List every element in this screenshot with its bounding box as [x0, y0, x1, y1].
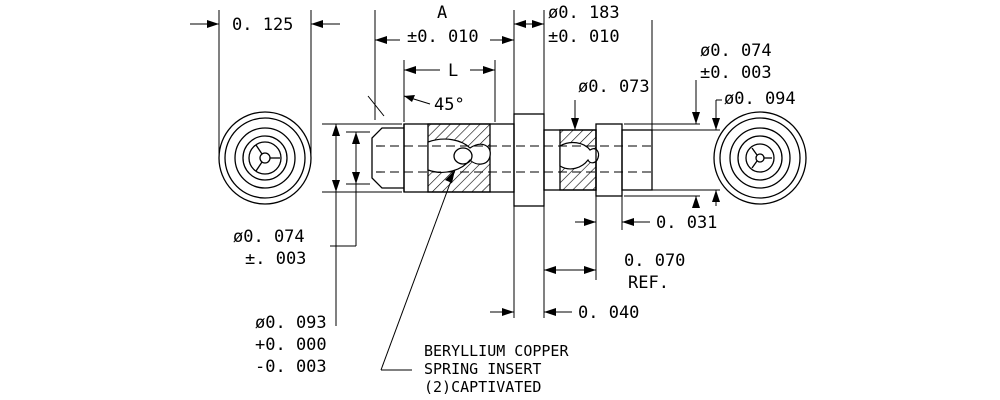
- dim-0125: 0. 125: [232, 15, 293, 35]
- flange: [513, 113, 545, 207]
- side-view: [371, 113, 653, 207]
- dim-a-tolerance: ±0. 010: [407, 27, 479, 47]
- left-end-view: [218, 111, 312, 205]
- dim-0183: ø0. 183: [548, 3, 620, 23]
- dim-0093-tolerance-minus: -0. 003: [255, 357, 327, 377]
- dim-45-angle: 45°: [434, 95, 465, 115]
- dim-a-label: A: [437, 3, 447, 23]
- note-line-2: SPRING INSERT: [424, 360, 541, 378]
- dim-0040: 0. 040: [578, 303, 639, 323]
- dim-0093: ø0. 093: [255, 313, 327, 333]
- left-spring-insert: [427, 138, 491, 173]
- dim-0183-tolerance: ±0. 010: [548, 27, 620, 47]
- note-line-3: (2)CAPTIVATED: [424, 378, 541, 396]
- dim-0074-right: ø0. 074: [700, 41, 772, 61]
- dim-0074-left-tolerance: ±. 003: [245, 249, 306, 269]
- note-line-1: BERYLLIUM COPPER: [424, 342, 569, 360]
- dim-0070-ref: REF.: [628, 273, 669, 293]
- dimension-labels: 0. 125 A ±0. 010 ø0. 183 ±0. 010 L 45° ø…: [232, 3, 796, 377]
- dimension-lines: [190, 20, 722, 371]
- dim-0093-tolerance-plus: +0. 000: [255, 335, 327, 355]
- extension-lines: [218, 10, 720, 318]
- right-end-view: [713, 111, 807, 205]
- right-spring-insert: [559, 141, 600, 170]
- material-note: BERYLLIUM COPPER SPRING INSERT (2)CAPTIV…: [424, 342, 569, 396]
- dim-0070: 0. 070: [624, 251, 685, 271]
- dim-l-label: L: [448, 61, 458, 81]
- dim-0074-left: ø0. 074: [233, 227, 305, 247]
- dim-0031: 0. 031: [656, 213, 717, 233]
- dim-0094: ø0. 094: [724, 89, 796, 109]
- dim-0073: ø0. 073: [578, 77, 650, 97]
- dim-0074-right-tolerance: ±0. 003: [700, 63, 772, 83]
